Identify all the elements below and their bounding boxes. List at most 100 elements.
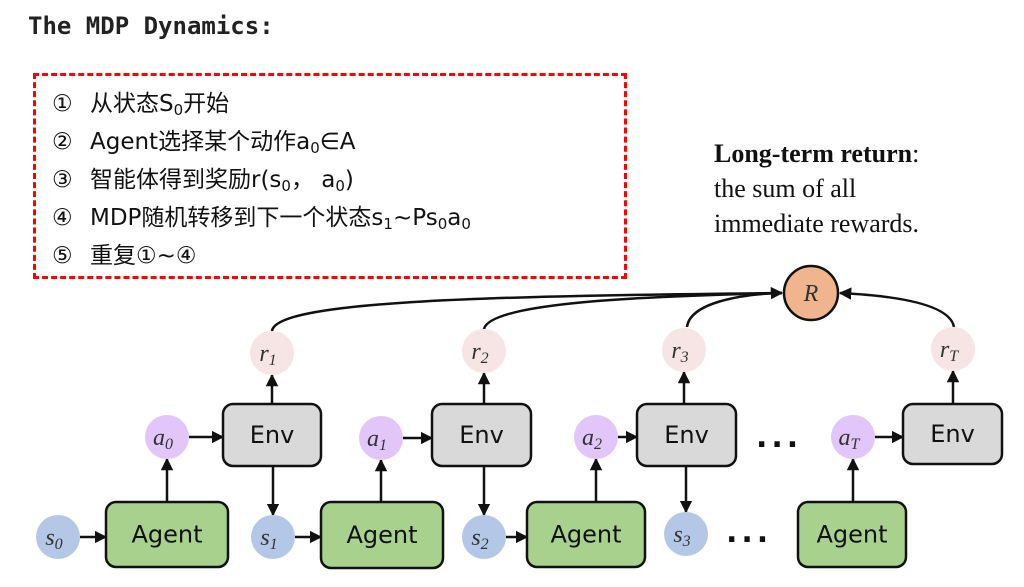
return-node-symbol: R [803,281,819,307]
agent-box-3-label: Agent [550,521,621,549]
state-node-2-subscript: 2 [481,536,489,553]
action-node-2-subscript: 2 [594,436,602,453]
action-node-T-subscript: T [851,436,861,453]
note-line-2: immediate rewards. [714,209,920,238]
reward-node-1: r1 [250,331,294,375]
note-heading: Long-term return [714,139,913,168]
action-node-2-symbol: a [582,425,594,451]
reward-node-3: r3 [662,328,706,372]
note-colon: : [912,139,920,168]
flow-arrows [80,369,960,544]
agent-box-2: Agent [319,500,445,570]
state-node-1-label: s1 [260,525,277,553]
agent-box-4-label: Agent [816,521,887,549]
state-node-0-subscript: 0 [55,536,63,553]
agent-box-1-shape [104,500,230,569]
long-term-return-note: Long-term return: the sum of all immedia… [714,136,919,241]
step-subscript: 0 [461,215,471,233]
step-text: ~Ps [392,205,438,231]
step-text: ， a [290,167,336,193]
env-box-3-label: Env [664,421,709,449]
agent-box-2-shape [319,500,445,570]
env-box-2-shape [430,402,533,468]
ellipsis-top: ... [756,420,802,455]
agent-box-4-shape [796,500,908,569]
env-box-1-shape [221,402,323,468]
step-text: 从状态S [90,91,174,117]
action-node-0: a0 [145,415,189,459]
reward-node-1-symbol: r [259,341,269,367]
reward-node-2-symbol: r [471,339,481,365]
reward-to-return-arrows [270,286,956,332]
state-node-1: s1 [251,515,295,559]
reward-node-2-subscript: 2 [481,350,489,367]
step-number: ③ [52,167,73,193]
reward-node-T-symbol: r [940,337,950,363]
arrow-r2-to-R [482,291,783,330]
arrow-rT-to-R [838,287,956,328]
action-node-T-label: aT [839,425,861,453]
reward-node-1-subscript: 1 [269,352,277,369]
action-node-0-label: a0 [153,425,173,453]
action-node-1-subscript: 1 [379,437,387,454]
step-text: 重复①~④ [90,243,197,269]
step-5: ⑤ 重复①~④ [52,242,197,270]
step-text: MDP随机转移到下一个状态s [90,205,384,231]
state-node-3-symbol: s [673,522,682,548]
reward-node-T-subscript: T [949,348,959,365]
step-subscript: 0 [281,177,291,195]
action-node-2-shape [574,415,618,459]
reward-node-3-subscript: 3 [680,349,689,366]
step-number: ④ [52,205,73,231]
step-number: ⑤ [52,243,73,269]
step-number: ② [52,129,73,155]
action-node-0-shape [145,415,189,459]
return-node-shape [782,264,840,322]
reward-node-2: r2 [462,329,506,373]
env-box-1: Env [221,402,323,468]
action-node-1-symbol: a [367,426,379,452]
reward-node-2-label: r2 [471,339,488,367]
arrow-r1-to-R [270,286,784,332]
state-node-3: s3 [664,512,708,556]
step-text: a [447,205,462,231]
reward-node-1-label: r1 [259,341,276,369]
reward-node-1-shape [250,331,294,375]
state-node-2: s2 [462,515,506,559]
action-node-0-symbol: a [153,425,165,451]
agent-box-1: Agent [104,500,230,569]
action-node-1: a1 [359,416,403,460]
env-box-3-shape [635,402,738,468]
action-node-2-label: a2 [582,425,602,453]
action-node-1-shape [359,416,403,460]
state-node-3-label: s3 [673,522,690,550]
env-box-3: Env [635,402,738,468]
action-node-T-shape [831,415,875,459]
agent-box-3: Agent [525,500,647,569]
state-node-3-shape [664,512,708,556]
agent-box-4: Agent [796,500,908,569]
env-box-2-label: Env [459,421,504,449]
arrow-r3-to-R [685,291,783,328]
state-node-2-shape [462,515,506,559]
reward-node-T-label: rT [940,337,959,365]
page-title: The MDP Dynamics: [28,12,274,40]
step-text: 智能体得到奖励r(s [90,167,282,193]
step-subscript: 0 [335,177,345,195]
reward-node-T: rT [931,327,975,371]
state-node-0-label: s0 [45,525,62,553]
step-subscript: 0 [437,215,448,233]
action-node-2: a2 [574,415,618,459]
step-subscript: 0 [310,139,320,157]
env-box-1-label: Env [250,421,295,449]
agent-box-3-shape [525,500,647,569]
state-node-1-symbol: s [260,525,269,551]
action-node-0-subscript: 0 [165,436,173,453]
